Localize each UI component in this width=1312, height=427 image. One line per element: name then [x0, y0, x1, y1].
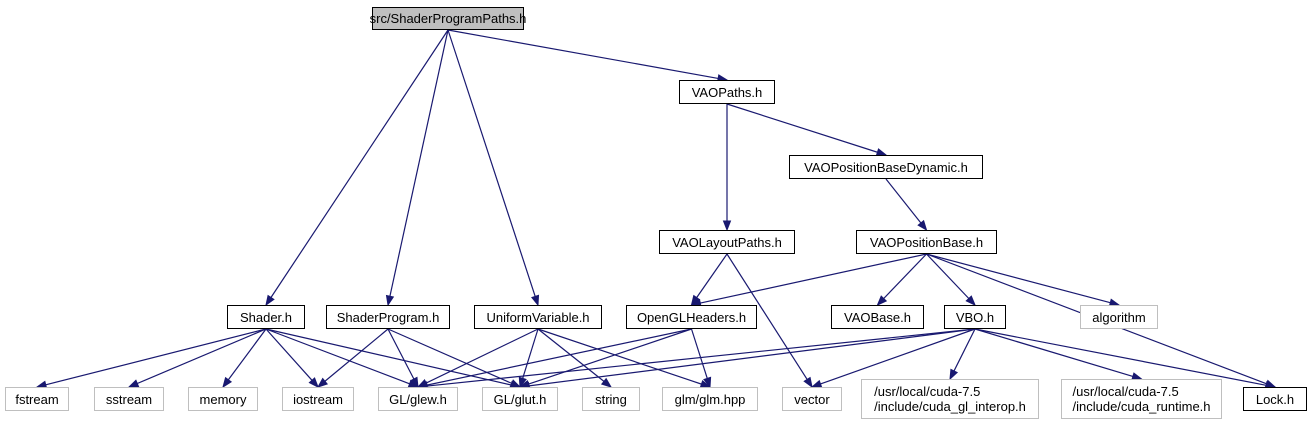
node-vaolayoutpaths[interactable]: VAOLayoutPaths.h: [659, 230, 795, 254]
arrowhead-uniform-to-glut: [518, 376, 527, 389]
node-vector[interactable]: vector: [782, 387, 842, 411]
node-vaopaths[interactable]: VAOPaths.h: [679, 80, 775, 104]
node-vaobase[interactable]: VAOBase.h: [831, 305, 924, 329]
node-string[interactable]: string: [582, 387, 640, 411]
edge-vaopaths-to-vaoposdyn: [726, 103, 878, 153]
edge-shader-to-glut: [265, 328, 512, 386]
edge-vaolayout-to-openglh: [696, 253, 728, 298]
edge-vaoposbase-to-openglh: [700, 253, 927, 304]
arrowhead-vaolayout-to-vector: [803, 376, 813, 389]
edge-shaderprog-to-iostream: [324, 328, 389, 382]
edge-openglh-to-glew: [426, 328, 692, 386]
node-glm[interactable]: glm/glm.hpp: [662, 387, 758, 411]
edge-vaolayout-to-vector: [726, 253, 808, 380]
edge-uniform-to-glew: [425, 328, 539, 384]
edge-shader-to-sstream: [137, 328, 267, 385]
node-iostream[interactable]: iostream: [282, 387, 354, 411]
edge-root-to-uniform: [447, 29, 536, 297]
edge-vbo-to-cudart: [974, 328, 1134, 377]
arrowhead-shader-to-sstream: [127, 379, 140, 388]
node-cuda-gl-interop[interactable]: /usr/local/cuda-7.5 /include/cuda_gl_int…: [861, 379, 1039, 419]
edge-shaderprog-to-glut: [387, 328, 513, 384]
arrowhead-root-to-uniform: [531, 294, 540, 307]
node-vbo[interactable]: VBO.h: [944, 305, 1006, 329]
edge-shaderprog-to-glew: [387, 328, 415, 380]
arrowhead-root-to-shader: [265, 294, 275, 307]
edge-openglh-to-glut: [528, 328, 692, 385]
arrowhead-shader-to-memory: [222, 376, 233, 389]
node-memory[interactable]: memory: [188, 387, 258, 411]
edge-vaoposbase-to-vaobase: [883, 253, 927, 299]
arrowhead-vaoposbase-to-vbo: [965, 295, 976, 306]
arrowhead-shader-to-iostream: [308, 377, 319, 389]
edge-uniform-to-glut: [522, 328, 539, 379]
edge-vbo-to-lock: [974, 328, 1267, 386]
node-lock[interactable]: Lock.h: [1243, 387, 1307, 411]
edge-shader-to-fstream: [45, 328, 267, 386]
edge-vaoposdyn-to-vaoposbase: [885, 178, 922, 224]
arrowhead-shaderprog-to-glut: [509, 379, 522, 388]
edge-shader-to-glew: [265, 328, 410, 385]
arrowhead-vaoposbase-to-vaobase: [876, 295, 888, 306]
node-openglheaders[interactable]: OpenGLHeaders.h: [626, 305, 757, 329]
edge-openglh-to-glm: [690, 328, 708, 379]
edge-vaoposbase-to-vbo: [926, 253, 970, 299]
arrowhead-vbo-to-cudagl: [949, 368, 959, 381]
arrowhead-vaopaths-to-vaolayout: [722, 220, 732, 232]
node-shader[interactable]: Shader.h: [227, 305, 305, 329]
arrowhead-root-to-shaderprog: [385, 294, 395, 307]
edge-vbo-to-glut: [528, 328, 976, 387]
edge-uniform-to-string: [537, 328, 605, 382]
node-root[interactable]: src/ShaderProgramPaths.h: [370, 7, 526, 30]
node-sstream[interactable]: sstream: [94, 387, 164, 411]
edge-vbo-to-glew: [426, 328, 976, 387]
node-uniformvariable[interactable]: UniformVariable.h: [474, 305, 602, 329]
node-vaopositionbase[interactable]: VAOPositionBase.h: [856, 230, 997, 254]
node-shaderprogram[interactable]: ShaderProgram.h: [326, 305, 450, 329]
edge-vaoposbase-to-algorithm: [926, 253, 1111, 304]
arrowhead-shaderprog-to-iostream: [316, 377, 329, 388]
node-gl-glew[interactable]: GL/glew.h: [378, 387, 458, 411]
arrowhead-shaderprog-to-glew: [409, 376, 419, 389]
edge-root-to-shader: [270, 29, 449, 298]
node-gl-glut[interactable]: GL/glut.h: [482, 387, 558, 411]
edge-shader-to-iostream: [265, 328, 313, 381]
edge-uniform-to-glm: [537, 328, 702, 385]
arrowhead-uniform-to-string: [600, 377, 613, 388]
arrowhead-openglh-to-glm: [703, 376, 712, 389]
node-fstream[interactable]: fstream: [5, 387, 69, 411]
edge-shader-to-memory: [227, 328, 267, 381]
edge-root-to-shaderprog: [389, 29, 449, 297]
edge-vbo-to-vector: [820, 328, 976, 385]
node-algorithm[interactable]: algorithm: [1080, 305, 1158, 329]
node-vaopositionbasedynamic[interactable]: VAOPositionBaseDynamic.h: [789, 155, 983, 179]
node-cuda-runtime[interactable]: /usr/local/cuda-7.5 /include/cuda_runtim…: [1061, 379, 1222, 419]
arrowhead-vaoposdyn-to-vaoposbase: [917, 219, 928, 232]
edge-vbo-to-cudagl: [953, 328, 976, 372]
edge-root-to-vaopaths: [447, 29, 719, 80]
